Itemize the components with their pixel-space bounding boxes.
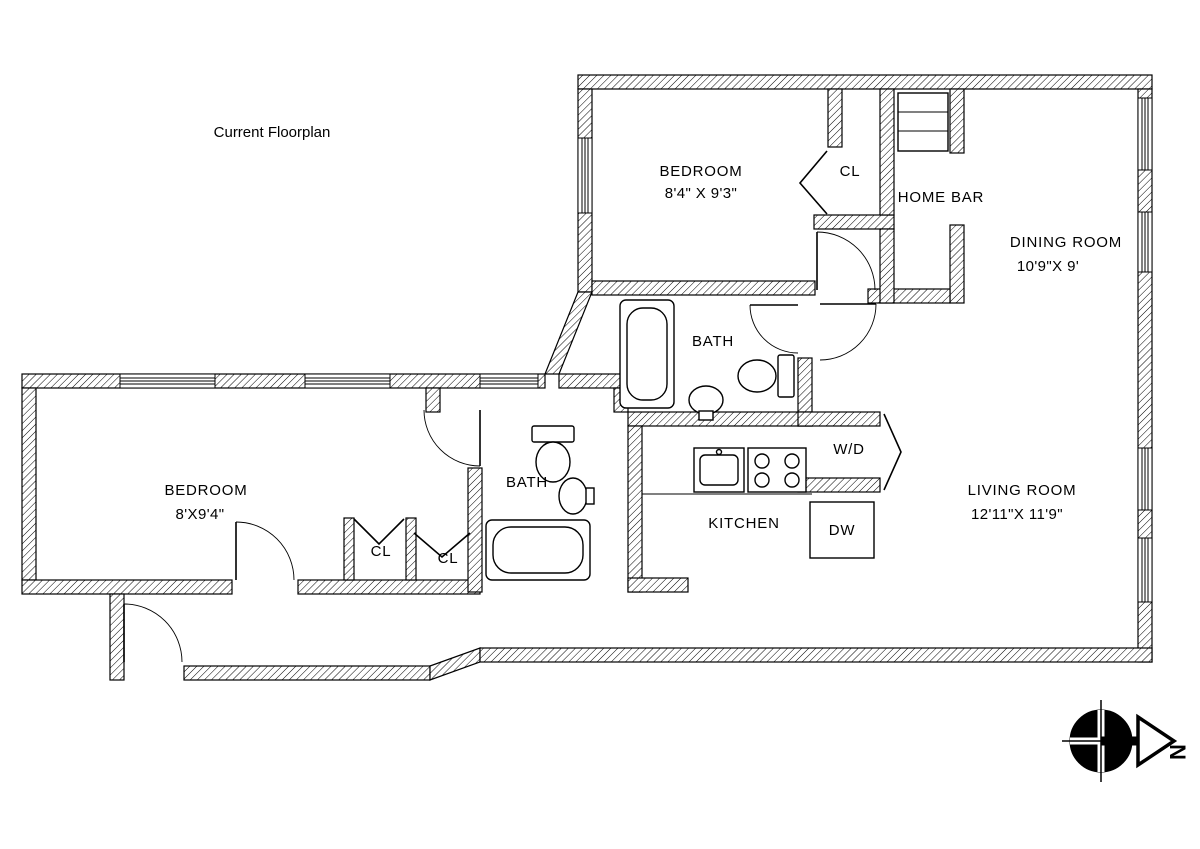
door-entry xyxy=(123,603,183,663)
wall xyxy=(591,280,816,296)
window xyxy=(1137,97,1153,171)
door-bedroom-top xyxy=(816,231,876,291)
closet-door-2 xyxy=(413,532,471,559)
dishwasher-box xyxy=(809,501,875,559)
wall xyxy=(109,593,125,681)
fixtures xyxy=(485,92,949,581)
wall xyxy=(558,373,629,389)
room-label-washer-dryer: W/D xyxy=(833,441,865,458)
wall xyxy=(183,665,431,681)
bifold-door-washer-dryer xyxy=(883,413,902,491)
wall xyxy=(21,387,37,581)
room-label-bath-top: BATH xyxy=(692,333,734,350)
window xyxy=(1137,537,1153,603)
room-label-closet-2: CL xyxy=(438,550,459,567)
north-arrow-head xyxy=(1136,713,1178,769)
wall xyxy=(425,387,441,413)
wall xyxy=(797,411,881,427)
wall xyxy=(879,228,895,304)
bathtub-upper xyxy=(619,299,675,409)
wall xyxy=(627,425,643,593)
closet-door-1 xyxy=(353,518,405,546)
room-label-bath-lower: BATH xyxy=(506,474,548,491)
bathtub-lower xyxy=(485,519,591,581)
kitchen-sink xyxy=(693,447,745,493)
window xyxy=(304,373,391,389)
wall xyxy=(797,477,881,493)
compass-north-icon: N xyxy=(1062,700,1190,782)
window xyxy=(577,137,593,214)
window xyxy=(119,373,216,389)
door-bath-lower xyxy=(423,409,481,467)
toilet-upper-bath xyxy=(737,354,795,398)
stove xyxy=(747,447,807,493)
walls xyxy=(21,74,1153,681)
room-label-home-bar: HOME BAR xyxy=(898,189,984,206)
toilet-lower-bath xyxy=(531,425,575,483)
room-dims-bedroom-top: 8'4" X 9'3" xyxy=(665,185,738,202)
sink-lower-bath xyxy=(558,477,595,515)
closet-door-top xyxy=(798,150,828,215)
room-label-bedroom-left: BEDROOM xyxy=(164,482,247,499)
wall xyxy=(627,577,689,593)
wall xyxy=(343,517,355,581)
page-title: Current Floorplan xyxy=(214,124,331,141)
sink-upper-bath xyxy=(688,385,724,421)
room-label-living: LIVING ROOM xyxy=(968,482,1077,499)
room-label-closet-1: CL xyxy=(371,543,392,560)
room-label-dining: DINING ROOM xyxy=(1010,234,1122,251)
room-dims-bedroom-left: 8'X9'4" xyxy=(176,506,225,523)
room-label-kitchen: KITCHEN xyxy=(708,515,779,532)
wall xyxy=(467,467,483,593)
doors xyxy=(123,150,902,663)
wall xyxy=(577,74,1153,90)
window xyxy=(1137,211,1153,273)
room-label-dishwasher: DW xyxy=(829,522,856,539)
wall xyxy=(813,214,895,230)
home-bar-counter xyxy=(897,92,949,152)
wall xyxy=(879,88,895,216)
wall xyxy=(949,88,965,154)
wall xyxy=(627,411,813,427)
room-label-bedroom-top: BEDROOM xyxy=(659,163,742,180)
room-dims-living: 12'11"X 11'9" xyxy=(971,506,1063,523)
north-label: N xyxy=(1165,744,1190,760)
windows xyxy=(119,97,1153,603)
wall xyxy=(405,517,417,581)
door-bedroom-left xyxy=(235,521,295,581)
room-dims-dining: 10'9"X 9' xyxy=(1017,258,1079,275)
wall xyxy=(21,373,546,389)
wall xyxy=(21,579,233,595)
door-bath-top xyxy=(749,304,799,354)
room-label-closet-top: CL xyxy=(840,163,861,180)
window xyxy=(1137,447,1153,511)
door-dining xyxy=(819,303,877,361)
wall xyxy=(827,88,843,148)
wall xyxy=(297,579,481,595)
wall xyxy=(949,224,965,304)
wall xyxy=(479,647,1153,663)
window xyxy=(479,373,539,389)
